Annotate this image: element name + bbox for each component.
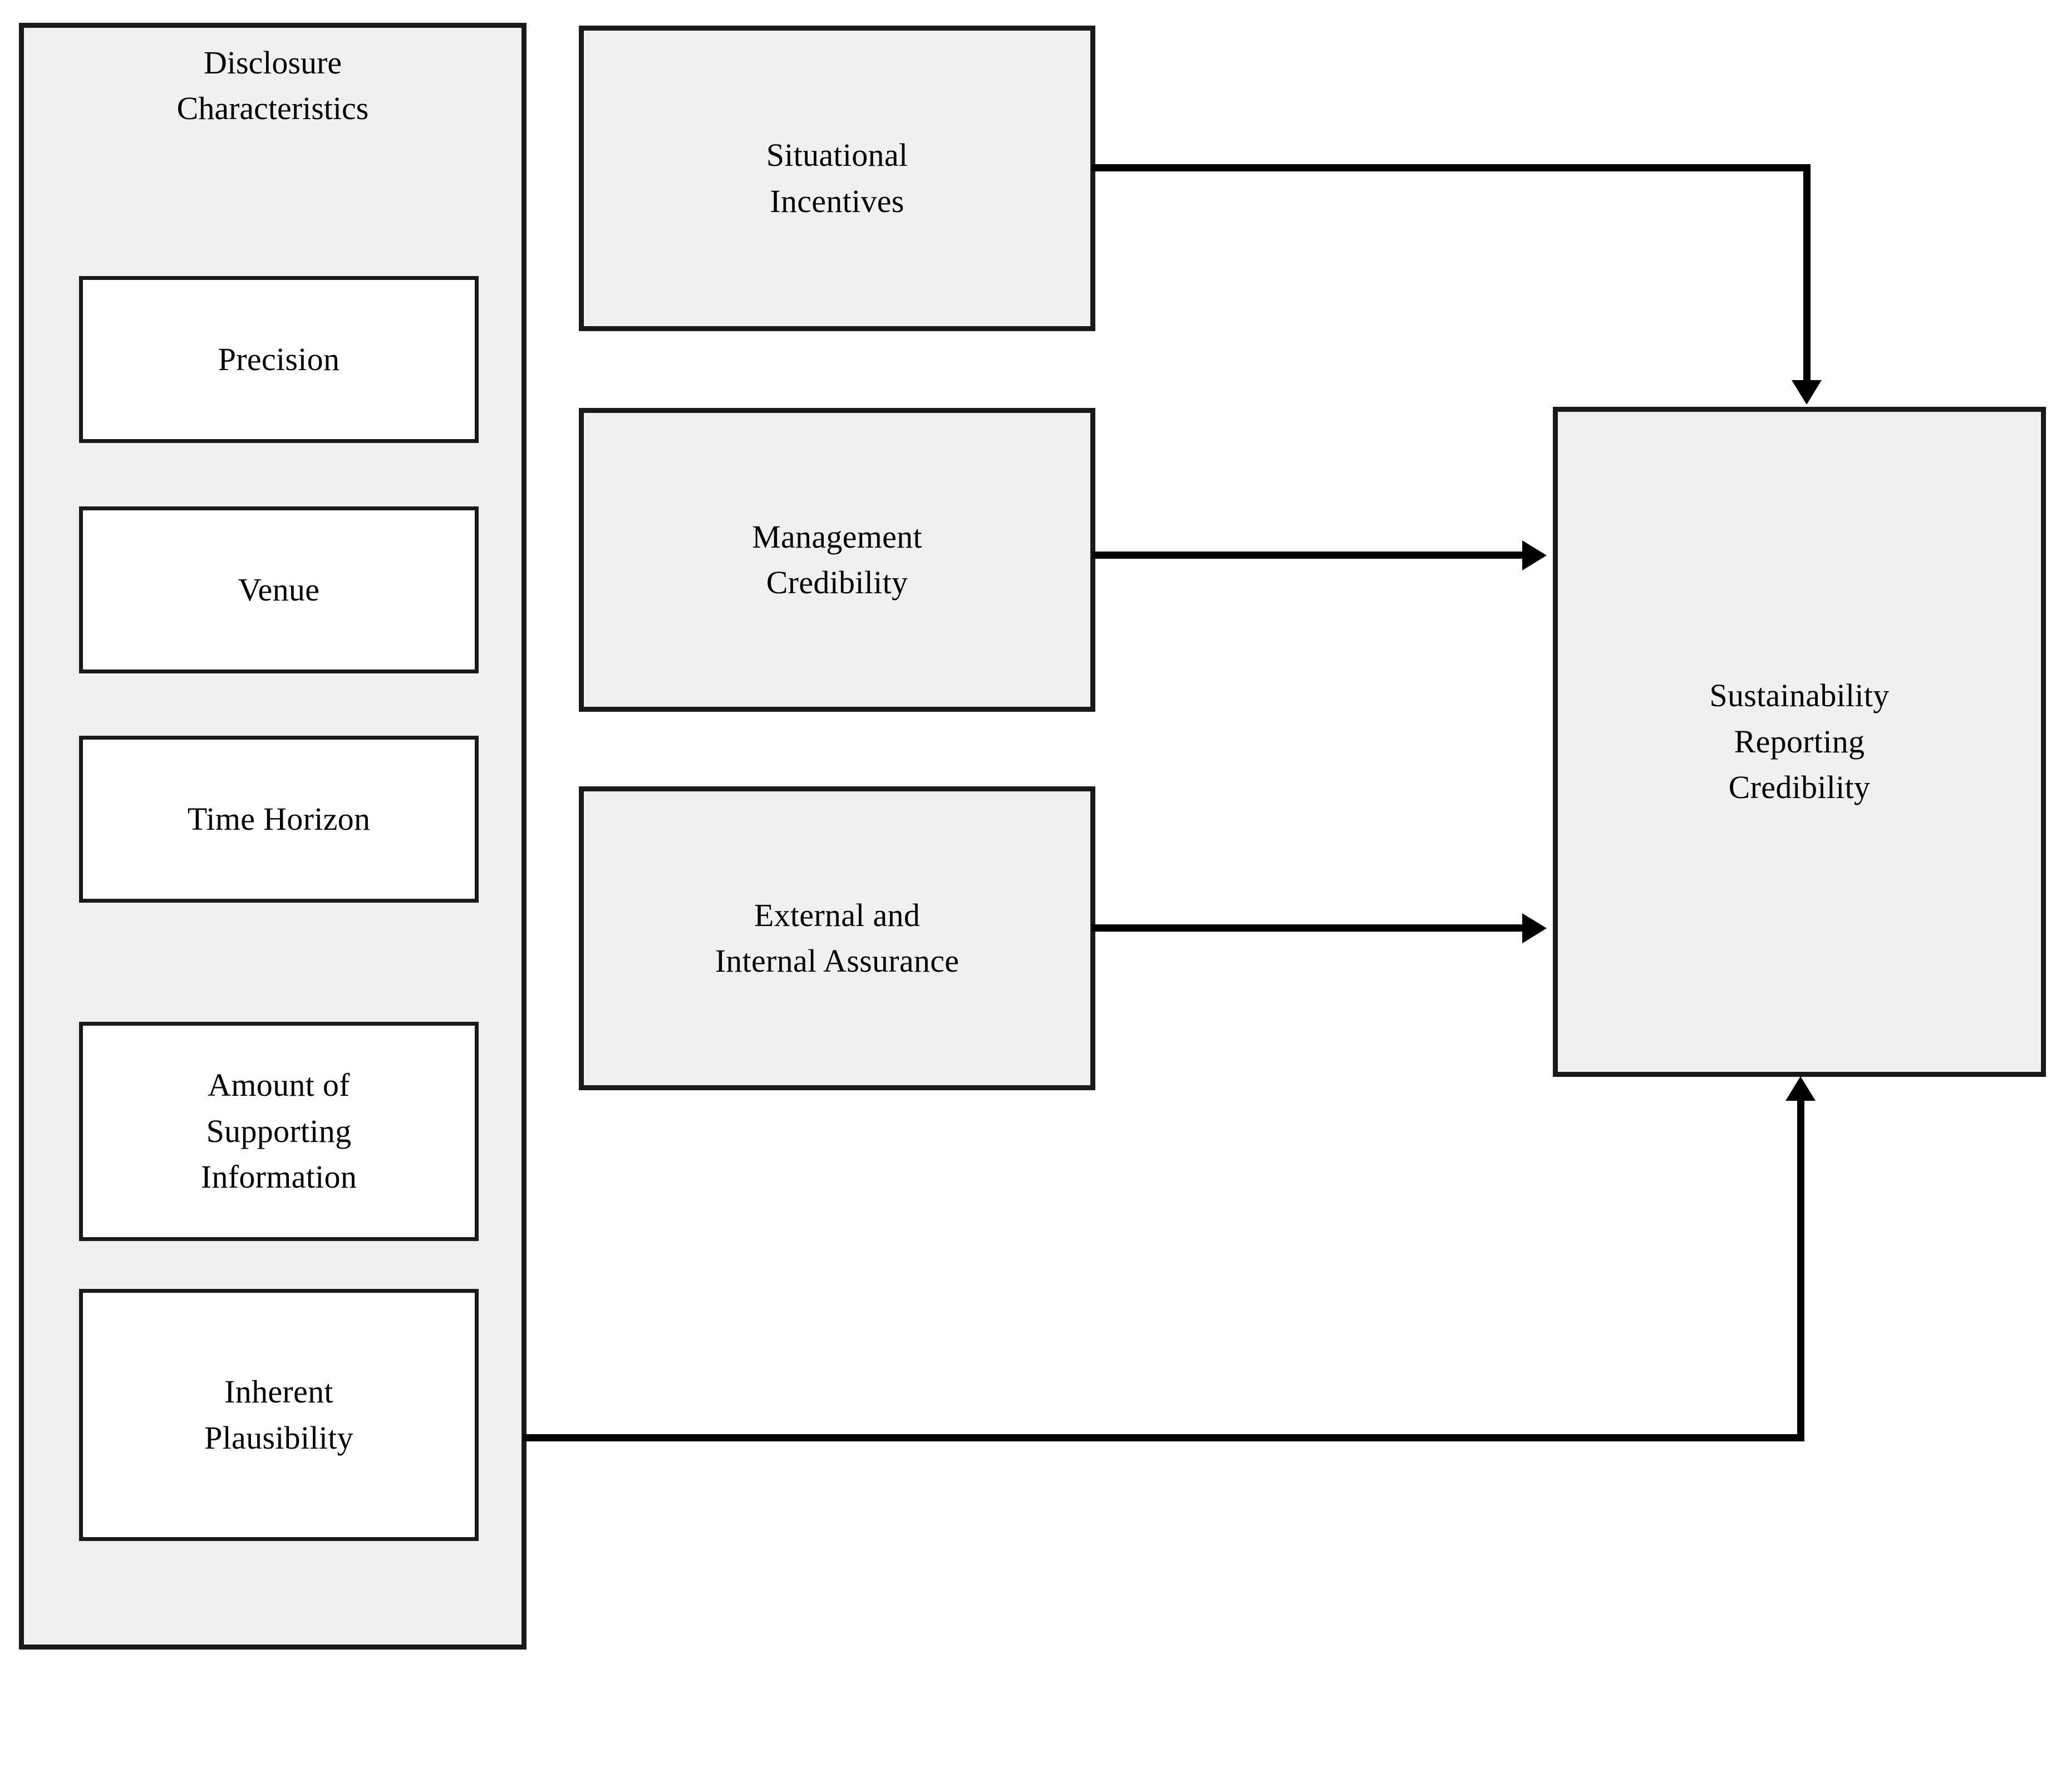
disclosure-item-precision-label: Precision bbox=[218, 341, 340, 377]
disclosure-characteristics-panel: Disclosure Characteristics Precision Ven… bbox=[19, 23, 527, 1650]
external-internal-assurance-box[interactable]: External and Internal Assurance bbox=[579, 786, 1095, 1090]
connector-management-credibility-line bbox=[1092, 552, 1523, 559]
disclosure-item-amount-label-line-3: Information bbox=[200, 1159, 357, 1195]
connector-disclosure-characteristics-horizontal bbox=[523, 1434, 1804, 1441]
sustainability-reporting-credibility-label: Sustainability Reporting Credibility bbox=[1705, 673, 1893, 810]
situational-incentives-box[interactable]: Situational Incentives bbox=[579, 26, 1095, 331]
disclosure-item-amount-label-line-1: Amount of bbox=[208, 1067, 350, 1104]
outcome-line-2: Reporting bbox=[1734, 723, 1865, 760]
disclosure-item-amount-label-block: Amount of Supporting Information bbox=[196, 1062, 361, 1200]
connector-external-internal-assurance-line bbox=[1092, 924, 1523, 932]
disclosure-title-line-1: Disclosure bbox=[203, 45, 342, 81]
situational-incentives-label: Situational Incentives bbox=[762, 132, 913, 224]
situational-incentives-line-2: Incentives bbox=[770, 183, 904, 219]
disclosure-title-line-2: Characteristics bbox=[176, 90, 369, 127]
external-internal-assurance-line-1: External and bbox=[754, 897, 921, 933]
situational-incentives-line-1: Situational bbox=[766, 137, 908, 174]
disclosure-characteristics-title: Disclosure Characteristics bbox=[24, 40, 522, 132]
disclosure-item-amount-of-supporting-information[interactable]: Amount of Supporting Information bbox=[79, 1022, 479, 1241]
management-credibility-label: Management Credibility bbox=[747, 514, 927, 606]
disclosure-item-venue-label: Venue bbox=[238, 571, 320, 608]
connector-situational-incentives-arrowhead bbox=[1792, 380, 1822, 405]
disclosure-item-time-horizon-label: Time Horizon bbox=[187, 800, 371, 837]
disclosure-item-time-horizon[interactable]: Time Horizon bbox=[79, 736, 479, 903]
disclosure-item-inherent-plausibility[interactable]: Inherent Plausibility bbox=[79, 1289, 479, 1541]
management-credibility-line-1: Management bbox=[752, 518, 922, 555]
connector-situational-incentives-horizontal bbox=[1092, 164, 1811, 171]
management-credibility-line-2: Credibility bbox=[766, 564, 908, 600]
disclosure-item-amount-label-line-2: Supporting bbox=[206, 1112, 352, 1149]
connector-disclosure-characteristics-arrowhead bbox=[1785, 1076, 1816, 1101]
disclosure-item-venue[interactable]: Venue bbox=[79, 506, 479, 673]
management-credibility-box[interactable]: Management Credibility bbox=[579, 408, 1095, 712]
connector-disclosure-characteristics-vertical bbox=[1797, 1101, 1804, 1437]
external-internal-assurance-label: External and Internal Assurance bbox=[711, 893, 964, 984]
disclosure-item-plausibility-label-line-2: Plausibility bbox=[204, 1419, 353, 1456]
sustainability-reporting-credibility-box[interactable]: Sustainability Reporting Credibility bbox=[1553, 407, 2046, 1077]
disclosure-item-precision[interactable]: Precision bbox=[79, 276, 479, 443]
disclosure-item-plausibility-label-line-1: Inherent bbox=[224, 1373, 333, 1410]
outcome-line-3: Credibility bbox=[1728, 769, 1871, 806]
disclosure-item-plausibility-label-block: Inherent Plausibility bbox=[200, 1369, 358, 1461]
external-internal-assurance-line-2: Internal Assurance bbox=[715, 943, 960, 979]
connector-external-internal-assurance-arrowhead bbox=[1522, 913, 1547, 943]
outcome-line-1: Sustainability bbox=[1709, 677, 1890, 714]
connector-management-credibility-arrowhead bbox=[1522, 540, 1547, 570]
connector-situational-incentives-vertical bbox=[1803, 164, 1811, 381]
